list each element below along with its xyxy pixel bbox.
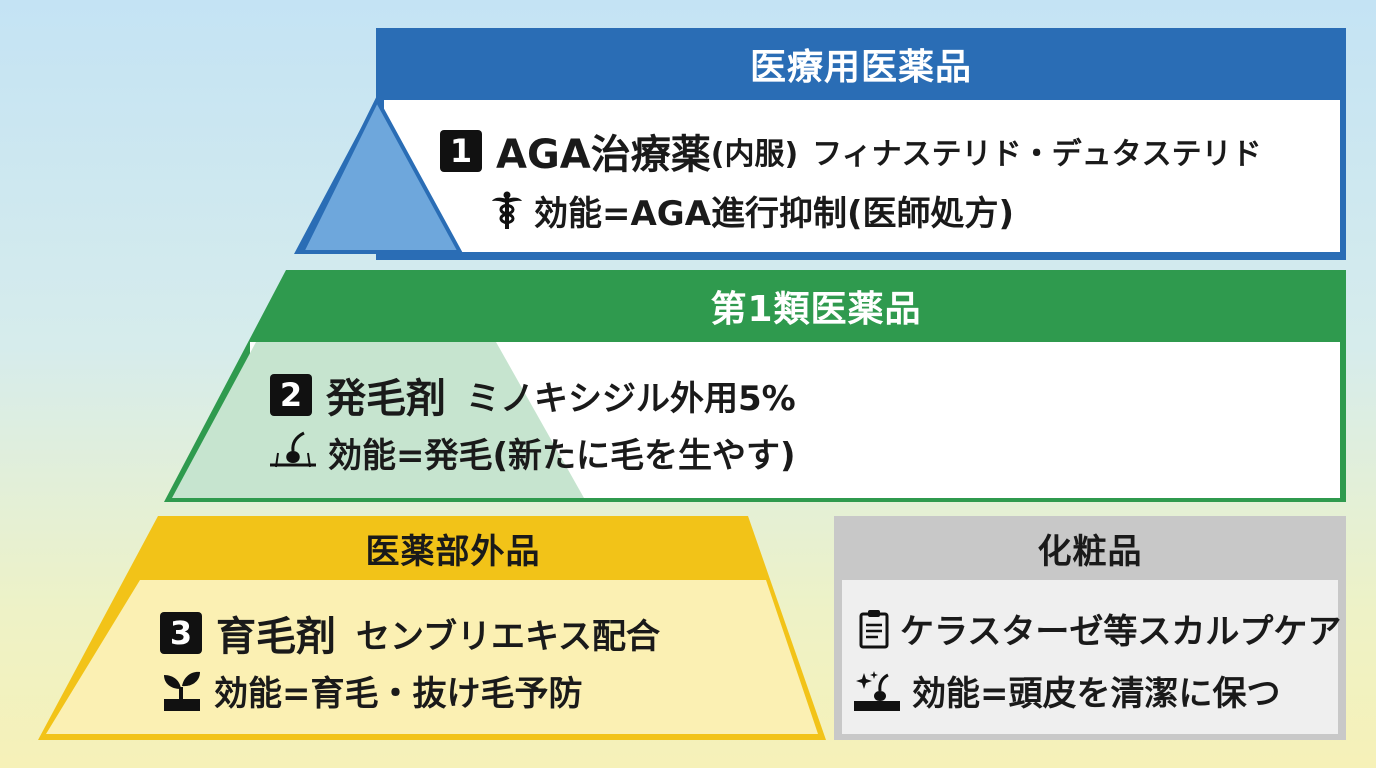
tier-class1-product: 発毛剤 xyxy=(326,376,446,422)
tier-quasi-title-line: 3 育毛剤 センブリエキス配合 xyxy=(160,604,660,662)
tier-medical: 医療用医薬品 1 AGA治療薬 (内服) フィナステリド・デュタステリド 効能=… xyxy=(290,28,1346,260)
tier-quasi-product: 育毛剤 xyxy=(216,614,336,660)
tier-class1-ingredients: ミノキシジル外用5% xyxy=(466,378,796,419)
tier-class1-header: 第1類医薬品 xyxy=(710,289,922,330)
tier-quasi-effect: 効能=育毛・抜け毛予防 xyxy=(214,674,583,714)
tier-cosmetic-header: 化粧品 xyxy=(1037,531,1143,572)
clipboard-icon xyxy=(858,609,890,649)
badge-3: 3 xyxy=(160,612,202,654)
tier-medical-header: 医療用医薬品 xyxy=(749,47,972,88)
tier-cosmetic-body xyxy=(842,580,1338,734)
tier-class1: 第1類医薬品 2 発毛剤 ミノキシジル外用5% 効能=発毛(新たに毛を生やす) xyxy=(160,266,1348,504)
tier-medical-effect: 効能=AGA進行抑制(医師処方) xyxy=(534,194,1015,234)
tier-quasi-effect-line: 効能=育毛・抜け毛予防 xyxy=(160,666,583,715)
sprout-icon xyxy=(160,669,204,713)
hair-follicle-icon xyxy=(268,431,318,475)
tier-cosmetic: 化粧品 ケラスターゼ等スカルプケア 効能=頭皮を清潔に保つ xyxy=(834,516,1346,740)
tier-class1-effect-line: 効能=発毛(新たに毛を生やす) xyxy=(268,428,796,477)
badge-2: 2 xyxy=(270,374,312,416)
tier-cosmetic-effect: 効能=頭皮を清潔に保つ xyxy=(912,674,1281,714)
tier-medical-effect-line: 効能=AGA進行抑制(医師処方) xyxy=(490,186,1014,235)
badge-1: 1 xyxy=(440,130,482,172)
tier-quasi: 医薬部外品 3 育毛剤 センブリエキス配合 効能=育毛・抜け毛予防 xyxy=(36,514,828,742)
tier-cosmetic-effect-line: 効能=頭皮を清潔に保つ xyxy=(852,666,1281,715)
tier-quasi-shape xyxy=(38,516,826,740)
tier-medical-product: AGA治療薬 xyxy=(496,132,711,178)
sparkle-scalp-icon xyxy=(852,669,902,713)
tier-quasi-ingredients: センブリエキス配合 xyxy=(356,616,660,657)
caduceus-icon xyxy=(490,191,524,231)
tier-class1-title-line: 2 発毛剤 ミノキシジル外用5% xyxy=(270,366,796,424)
tier-medical-shape xyxy=(294,28,1346,260)
tier-class1-shape xyxy=(164,270,1346,502)
tier-class1-effect: 効能=発毛(新たに毛を生やす) xyxy=(328,436,796,476)
tier-cosmetic-product: ケラスターゼ等スカルプケア xyxy=(900,612,1342,652)
tier-quasi-header: 医薬部外品 xyxy=(365,531,541,572)
tier-medical-paren: (内服) xyxy=(710,137,799,172)
tier-medical-ingredients: フィナステリド・デュタステリド xyxy=(812,137,1262,172)
tier-cosmetic-product-line: ケラスターゼ等スカルプケア xyxy=(858,604,1341,653)
tier-medical-title-line: 1 AGA治療薬 (内服) フィナステリド・デュタステリド xyxy=(440,122,1262,180)
